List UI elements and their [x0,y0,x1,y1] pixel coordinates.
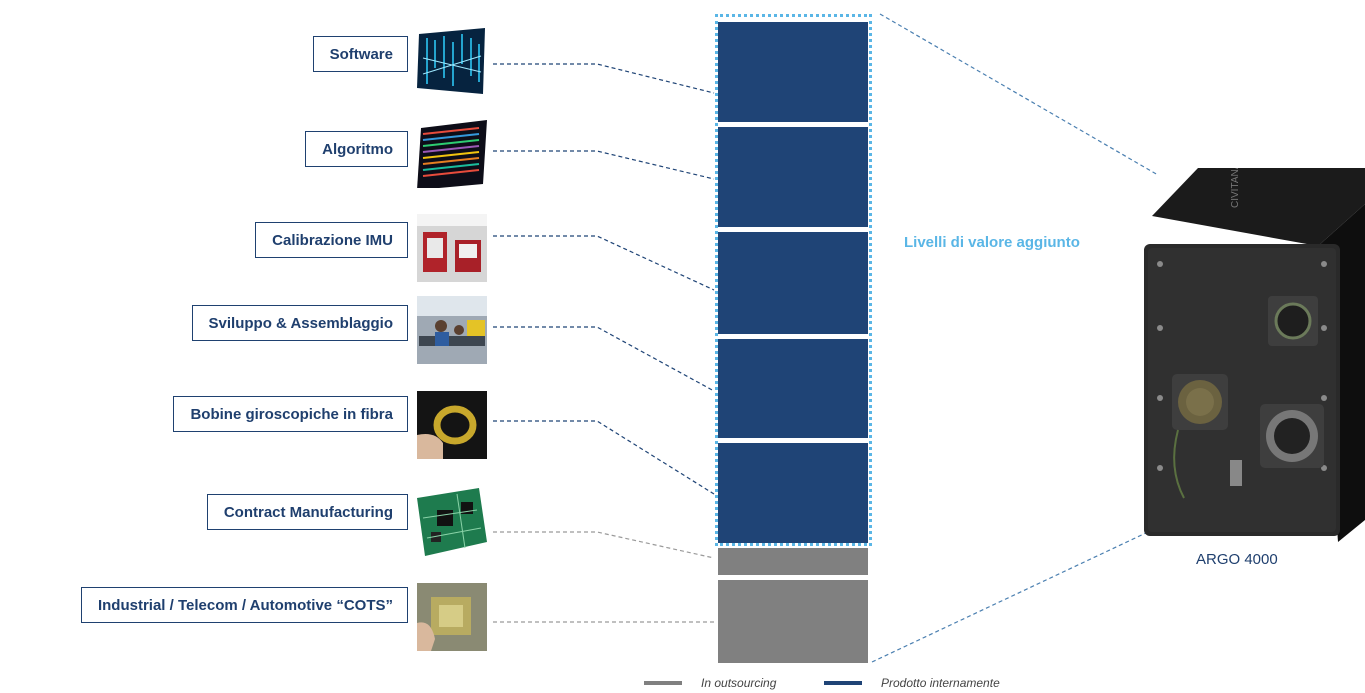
microchip-icon [417,583,487,651]
legend-swatch-internal [824,681,862,685]
connector-software [493,63,715,94]
code-screen-icon [417,28,487,96]
connector-bobine [493,420,715,495]
legend-item-outsourced: In outsourcing [644,676,776,690]
value-added-label: Livelli di valore aggiunto [904,234,1080,251]
connector-calibrazione [493,235,715,291]
layer-label-contract: Contract Manufacturing [206,494,408,530]
stack-layer-calibrazione [718,232,868,334]
assembly-workshop-icon [417,296,487,364]
value-added-bracket [715,14,872,546]
data-stream-icon [417,120,487,188]
circuit-board-icon [417,488,487,556]
connector-contract [493,531,715,559]
layer-label-cots: Industrial / Telecom / Automotive “COTS” [80,587,408,623]
layer-label-software: Software [312,36,408,72]
layer-label-algoritmo: Algoritmo [305,131,408,167]
connector-sviluppo [493,326,715,392]
layer-label-sviluppo: Sviluppo & Assemblaggio [191,305,408,341]
stack-layer-algoritmo [718,127,868,227]
connector-algoritmo [493,150,715,180]
legend-item-internal: Prodotto internamente [824,676,1000,690]
layer-label-calibrazione: Calibrazione IMU [255,222,408,258]
fiber-coil-icon [417,391,487,459]
stack-layer-cots [718,580,868,663]
stack-layer-software [718,22,868,122]
stack-layer-bobine [718,443,868,543]
layer-label-bobine: Bobine giroscopiche in fibra [173,396,408,432]
legend-swatch-outsourced [644,681,682,685]
legend-label-outsourced: In outsourcing [701,676,777,690]
argo-4000-unit-icon: CIVITANAVI [1138,154,1365,542]
stack-layer-contract [718,548,868,575]
legend-label-internal: Prodotto internamente [881,676,1000,690]
product-link-top [879,13,1159,176]
product-link-bottom [871,531,1149,663]
stack-layer-sviluppo [718,339,868,438]
calibration-lab-icon [417,214,487,282]
svg-text:CIVITANAVI: CIVITANAVI [1230,168,1241,208]
product-name-label: ARGO 4000 [1196,551,1278,568]
